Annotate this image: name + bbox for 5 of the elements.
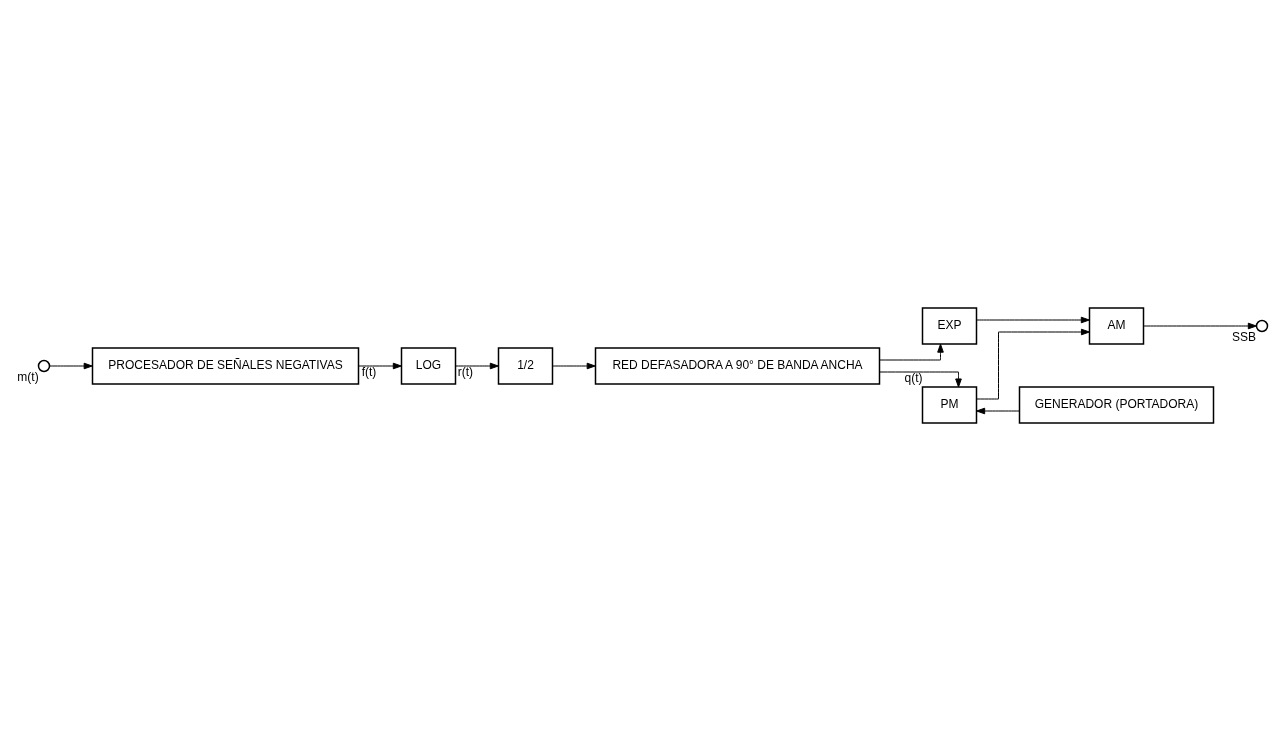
node-label: SSB (1231, 330, 1256, 345)
edge-label: q(t) (904, 370, 923, 385)
edge-label: r(t) (457, 364, 473, 379)
node-label: m(t) (16, 370, 39, 385)
edge-label: f(t) (361, 364, 376, 379)
